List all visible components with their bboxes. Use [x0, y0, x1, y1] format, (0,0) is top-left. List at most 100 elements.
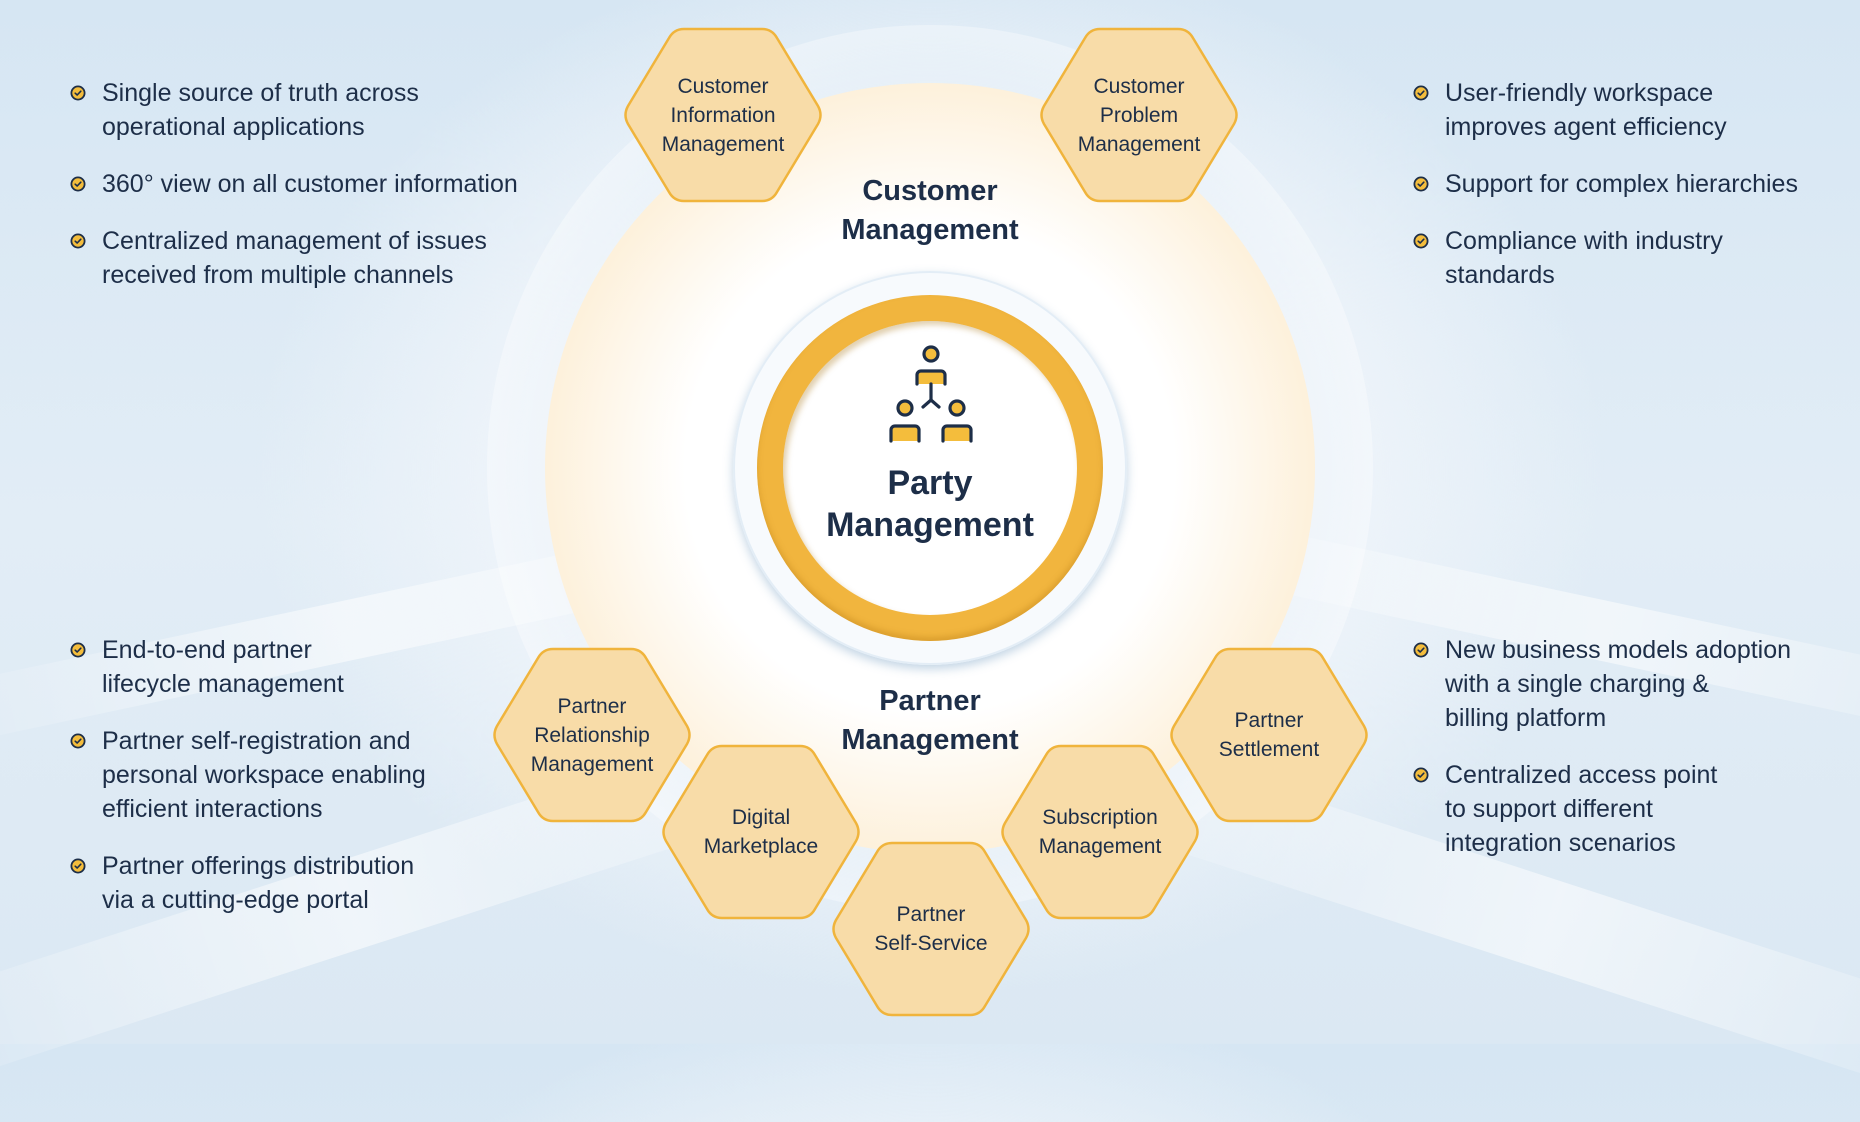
hexagon-shape — [662, 744, 860, 920]
title-line: Partner — [879, 685, 981, 717]
check-circle-icon — [70, 85, 86, 101]
hex-text-line: Relationship — [534, 723, 650, 747]
check-circle-icon — [70, 233, 86, 249]
hex-text-line: Digital — [731, 806, 791, 829]
org-hierarchy-icon — [881, 344, 981, 444]
check-circle-icon — [1413, 176, 1429, 192]
bullet-text-line: Support for complex hierarchies — [1445, 170, 1798, 198]
hex-text-line: Management — [1077, 132, 1201, 156]
check-circle-icon — [70, 858, 86, 874]
check-circle-icon — [70, 642, 86, 658]
hex-text-line: Problem — [1099, 103, 1179, 127]
hexagon-shape — [493, 647, 691, 823]
check-circle-icon — [1413, 767, 1429, 783]
party-management-title: Party Management — [783, 462, 1077, 546]
title-line: Management — [841, 724, 1019, 756]
bullet-text-line: improves agent efficiency — [1445, 113, 1727, 141]
bullet-text-line: Compliance with industry — [1445, 227, 1723, 255]
bullet-text-line: efficient interactions — [102, 795, 323, 823]
bullet-item: Centralized management of issues received… — [70, 224, 590, 292]
bullet-text-line: billing platform — [1445, 704, 1607, 732]
hex-text-line: Customer — [1093, 74, 1185, 98]
bullet-text-line: 360° view on all customer information — [102, 170, 518, 198]
bullet-text-line: personal workspace enabling — [102, 761, 426, 789]
customer-management-title: Customer Management — [800, 172, 1060, 250]
bullet-item: User-friendly workspace improves agent ef… — [1413, 76, 1853, 144]
hex-text-line: Management — [661, 132, 785, 156]
hex-text-line: Information — [670, 103, 776, 127]
bullet-item: 360° view on all customer information — [70, 167, 590, 201]
bullet-item: New business models adoption with a singl… — [1413, 633, 1853, 735]
check-circle-icon — [1413, 642, 1429, 658]
check-circle-icon — [70, 176, 86, 192]
bullet-item: Partner offerings distribution via a cutt… — [70, 849, 510, 917]
bullet-text-line: standards — [1445, 261, 1555, 289]
bullet-text-line: Partner self-registration and — [102, 727, 411, 755]
hexagon-shape — [1040, 27, 1238, 203]
hex-text-line: Settlement — [1218, 738, 1320, 761]
bullet-text-line: Single source of truth across — [102, 79, 419, 107]
hex-text-line: Customer — [677, 74, 769, 98]
bullet-text-line: User-friendly workspace — [1445, 79, 1714, 107]
check-circle-icon — [1413, 233, 1429, 249]
check-circle-icon — [1413, 85, 1429, 101]
bullet-text-line: received from multiple channels — [102, 261, 454, 289]
hex-text-line: Management — [1038, 835, 1162, 858]
bullet-text-line: lifecycle management — [102, 670, 344, 698]
bullet-text-line: Centralized management of issues — [102, 227, 487, 255]
bullet-text-line: Centralized access point — [1445, 761, 1718, 789]
bullet-text-line: New business models adoption — [1445, 636, 1792, 664]
bullet-text-line: Partner offerings distribution — [102, 852, 415, 880]
partner-management-title: Partner Management — [800, 682, 1060, 760]
hex-text-line: Self-Service — [874, 932, 988, 955]
hex-text-line: Partner — [1234, 709, 1304, 732]
hex-text-line: Marketplace — [703, 835, 819, 858]
bullet-item: Compliance with industry standards — [1413, 224, 1853, 292]
title-line: Management — [826, 506, 1034, 544]
title-line: Party — [887, 464, 973, 502]
bullet-text-line: integration scenarios — [1445, 829, 1676, 857]
hexagon-shape — [624, 27, 822, 203]
bullets-partner-right: New business models adoption with a singl… — [1413, 633, 1853, 883]
bullet-item: Partner self-registration and personal wo… — [70, 724, 510, 826]
bullet-item: Centralized access point to support diffe… — [1413, 758, 1853, 860]
hex-text-line: Management — [530, 752, 654, 776]
check-circle-icon — [70, 733, 86, 749]
hex-text-line: Partner — [896, 903, 966, 926]
hex-text-line: Partner — [557, 694, 627, 718]
bullets-customer-right: User-friendly workspace improves agent ef… — [1413, 76, 1853, 315]
bullet-text-line: to support different — [1445, 795, 1654, 823]
hexagon-shape — [1170, 647, 1368, 823]
hexagon-shape — [832, 841, 1030, 1017]
title-line: Management — [841, 214, 1019, 246]
bullet-text-line: via a cutting-edge portal — [102, 886, 369, 914]
bullet-text-line: with a single charging & — [1445, 670, 1710, 698]
bullet-item: Support for complex hierarchies — [1413, 167, 1853, 201]
hex-text-line: Subscription — [1042, 806, 1158, 829]
title-line: Customer — [862, 175, 998, 207]
